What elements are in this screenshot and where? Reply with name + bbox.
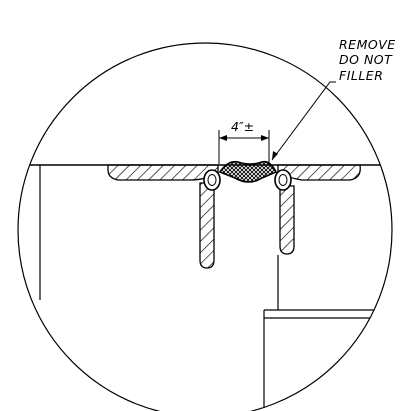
dimension-label: 4″±: [231, 119, 254, 134]
seal-filler: [218, 160, 278, 183]
callout-line-1: REMOVE: [339, 37, 396, 52]
left-leg: [199, 182, 215, 269]
right-gland-bulb-inner: [278, 174, 288, 186]
callout-leader: [271, 81, 336, 161]
dimension-arrow-left: [219, 135, 227, 141]
callout-line-2: DO NOT: [339, 52, 393, 67]
right-leg: [279, 185, 295, 255]
callout-line-3: FILLER: [339, 68, 383, 83]
left-gland-bulb-inner: [207, 174, 217, 186]
left-flange: [107, 164, 219, 181]
dimension-arrow-right: [261, 135, 269, 141]
detail-circle: [17, 42, 393, 411]
callout-leader-arrow: [272, 151, 278, 160]
